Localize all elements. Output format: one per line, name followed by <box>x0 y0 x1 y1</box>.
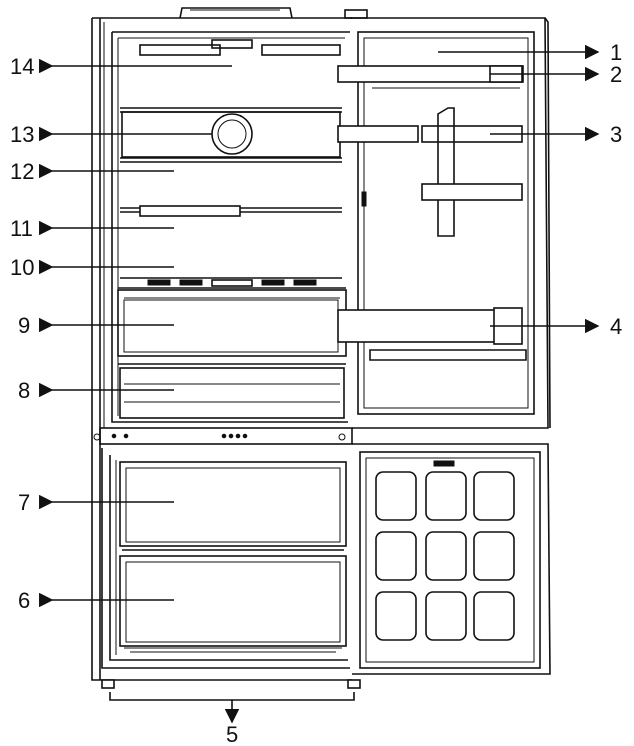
callouts-left <box>39 58 232 608</box>
label-12: 12 <box>10 159 34 184</box>
label-4: 4 <box>610 314 622 339</box>
label-7: 7 <box>18 490 30 515</box>
label-8: 8 <box>18 378 30 403</box>
label-14: 14 <box>10 54 34 79</box>
fridge-door <box>337 17 551 429</box>
freezer-door <box>352 443 551 675</box>
label-1: 1 <box>610 40 622 65</box>
label-6: 6 <box>18 588 30 613</box>
callouts-right <box>438 44 600 334</box>
label-3: 3 <box>610 122 622 147</box>
label-5: 5 <box>226 722 238 746</box>
label-9: 9 <box>18 313 30 338</box>
label-13: 13 <box>10 122 34 147</box>
fridge-interior <box>117 39 347 419</box>
callout-bottom <box>109 692 355 724</box>
cabinet <box>91 7 368 689</box>
label-10: 10 <box>10 255 34 280</box>
label-11: 11 <box>10 216 33 241</box>
labels: 14 13 12 11 10 9 8 7 6 1 2 3 4 5 <box>10 40 622 746</box>
label-2: 2 <box>610 62 622 87</box>
control-strip <box>93 433 346 441</box>
freezer-drawers <box>119 461 347 653</box>
